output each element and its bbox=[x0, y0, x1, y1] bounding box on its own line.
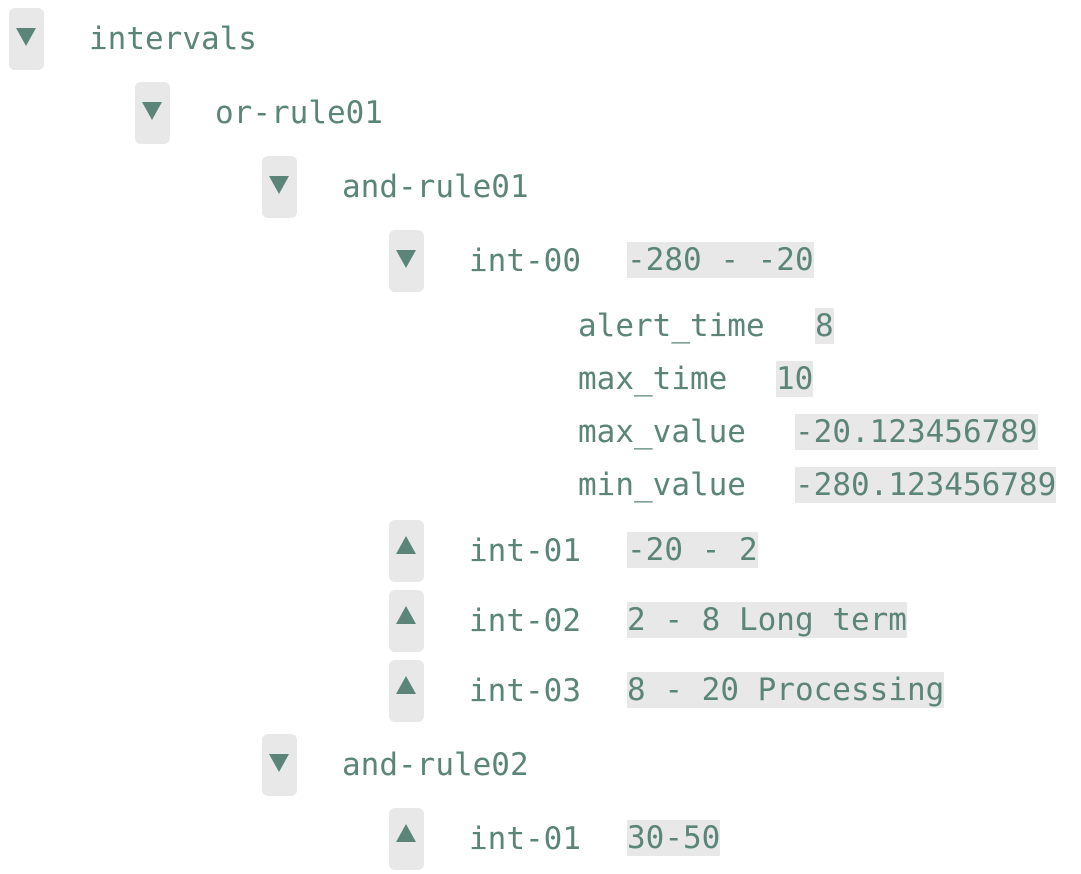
node-label: int-01 bbox=[469, 533, 581, 569]
triangle-up-icon bbox=[396, 536, 416, 554]
node-label: int-03 bbox=[469, 673, 581, 709]
node-label: and-rule01 bbox=[342, 169, 529, 205]
collapse-toggle-button[interactable] bbox=[262, 156, 297, 218]
collapse-toggle-button[interactable] bbox=[262, 734, 297, 796]
triangle-down-icon bbox=[142, 102, 162, 120]
triangle-down-icon bbox=[396, 250, 416, 268]
collapse-toggle-button[interactable] bbox=[9, 8, 44, 70]
property-key: max_time bbox=[578, 361, 728, 397]
expand-toggle-button[interactable] bbox=[389, 520, 424, 582]
triangle-up-icon bbox=[396, 606, 416, 624]
node-value: -280 - -20 bbox=[627, 242, 814, 278]
expand-toggle-button[interactable] bbox=[389, 590, 424, 652]
node-label: int-00 bbox=[469, 243, 581, 279]
property-value: 8 bbox=[815, 308, 834, 344]
node-label: intervals bbox=[89, 21, 257, 57]
property-value: -280.123456789 bbox=[795, 467, 1057, 503]
node-value: 2 - 8 Long term bbox=[627, 602, 907, 638]
property-value: 10 bbox=[776, 361, 814, 397]
node-value: -20 - 2 bbox=[627, 532, 758, 568]
collapse-toggle-button[interactable] bbox=[389, 230, 424, 292]
node-label: int-01 bbox=[469, 821, 581, 857]
property-key: alert_time bbox=[578, 308, 765, 344]
node-value: 8 - 20 Processing bbox=[627, 672, 945, 708]
property-value: -20.123456789 bbox=[795, 414, 1038, 450]
node-label: or-rule01 bbox=[215, 95, 383, 131]
node-label: int-02 bbox=[469, 603, 581, 639]
collapse-toggle-button[interactable] bbox=[135, 82, 170, 144]
triangle-down-icon bbox=[16, 28, 36, 46]
property-key: max_value bbox=[578, 414, 746, 450]
property-key: min_value bbox=[578, 467, 746, 503]
triangle-down-icon bbox=[269, 754, 289, 772]
expand-toggle-button[interactable] bbox=[389, 660, 424, 722]
node-label: and-rule02 bbox=[342, 747, 529, 783]
node-value: 30-50 bbox=[627, 820, 721, 856]
triangle-down-icon bbox=[269, 176, 289, 194]
triangle-up-icon bbox=[396, 824, 416, 842]
triangle-up-icon bbox=[396, 676, 416, 694]
expand-toggle-button[interactable] bbox=[389, 808, 424, 870]
